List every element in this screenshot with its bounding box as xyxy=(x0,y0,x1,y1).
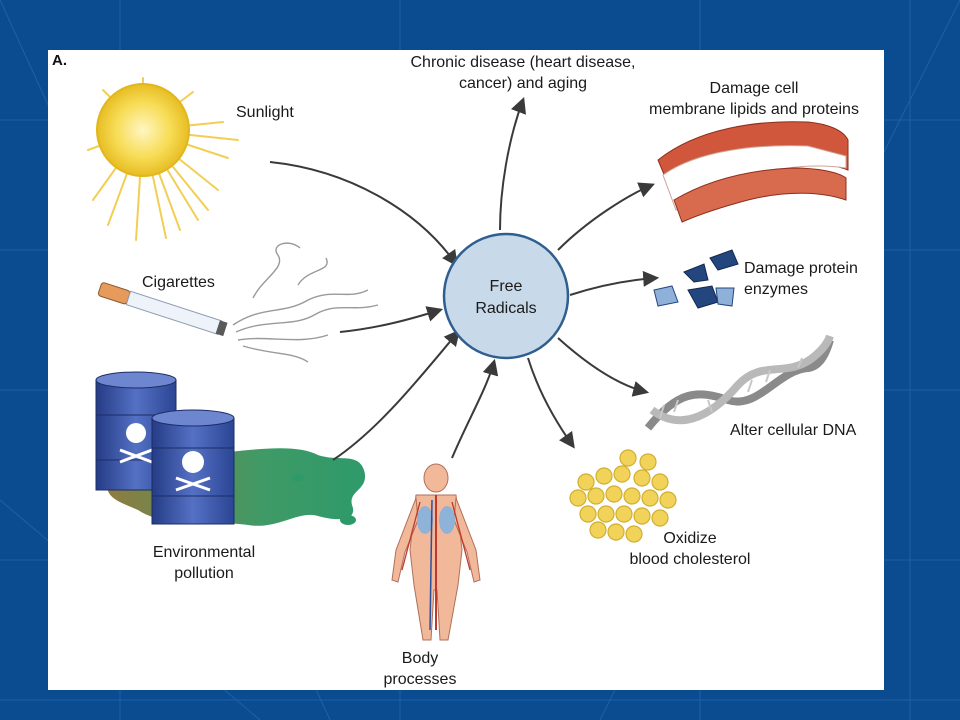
free-radicals-label: Free Radicals xyxy=(442,276,570,320)
cell-membrane-icon xyxy=(657,121,849,223)
label-membrane-line1: Damage cell xyxy=(709,80,799,97)
label-pollution-line1: Environmental xyxy=(152,544,256,561)
label-protein-line1: Damage protein xyxy=(744,260,858,277)
label-cholesterol: Oxidize blood cholesterol xyxy=(600,528,780,570)
label-cholesterol-line1: Oxidize xyxy=(663,530,717,547)
diagram-arrows xyxy=(269,97,660,461)
free-radicals-node xyxy=(442,232,570,360)
label-body-line1: Body xyxy=(401,650,439,667)
label-membrane-line2: membrane lipids and proteins xyxy=(649,101,859,118)
label-pollution: Environmental pollution xyxy=(134,542,274,584)
label-chronic-disease: Chronic disease (heart disease, cancer) … xyxy=(378,52,668,94)
label-protein: Damage protein enzymes xyxy=(744,258,858,300)
label-body-processes: Body processes xyxy=(360,648,480,690)
center-line2: Radicals xyxy=(475,300,537,317)
arrow-membrane xyxy=(557,182,655,251)
arrow-body xyxy=(451,358,499,459)
panel-label: A. xyxy=(52,52,67,69)
diagram-panel: A. Free Radicals Sunlight Cigarettes Env… xyxy=(48,50,884,690)
label-chronic-line2: cancer) and aging xyxy=(458,75,588,92)
center-line1: Free xyxy=(489,278,523,295)
arrow-protein xyxy=(569,270,660,296)
cholesterol-particles-icon xyxy=(569,449,677,543)
label-body-line2: processes xyxy=(383,671,457,688)
arrow-cholesterol xyxy=(527,357,575,449)
human-body-icon xyxy=(391,463,481,641)
arrow-cigarettes xyxy=(339,306,444,333)
label-sunlight: Sunlight xyxy=(236,104,294,121)
label-membrane: Damage cell membrane lipids and proteins xyxy=(626,78,882,120)
label-chronic-line1: Chronic disease (heart disease, xyxy=(410,54,636,71)
sun-icon xyxy=(87,77,239,241)
dna-helix-icon xyxy=(644,334,834,431)
label-pollution-line2: pollution xyxy=(174,565,234,582)
arrow-chronic xyxy=(499,97,526,231)
diagram-canvas xyxy=(87,77,849,641)
arrow-pollution xyxy=(332,329,461,461)
label-protein-line2: enzymes xyxy=(744,281,809,298)
label-cholesterol-line2: blood cholesterol xyxy=(629,551,751,568)
protein-fragments-icon xyxy=(653,249,739,309)
arrow-sunlight xyxy=(269,161,458,267)
arrow-dna xyxy=(557,337,650,397)
cigarette-icon xyxy=(97,242,379,363)
label-cigarettes: Cigarettes xyxy=(142,274,215,291)
toxic-barrels-icon xyxy=(95,371,366,526)
label-dna: Alter cellular DNA xyxy=(730,422,857,439)
